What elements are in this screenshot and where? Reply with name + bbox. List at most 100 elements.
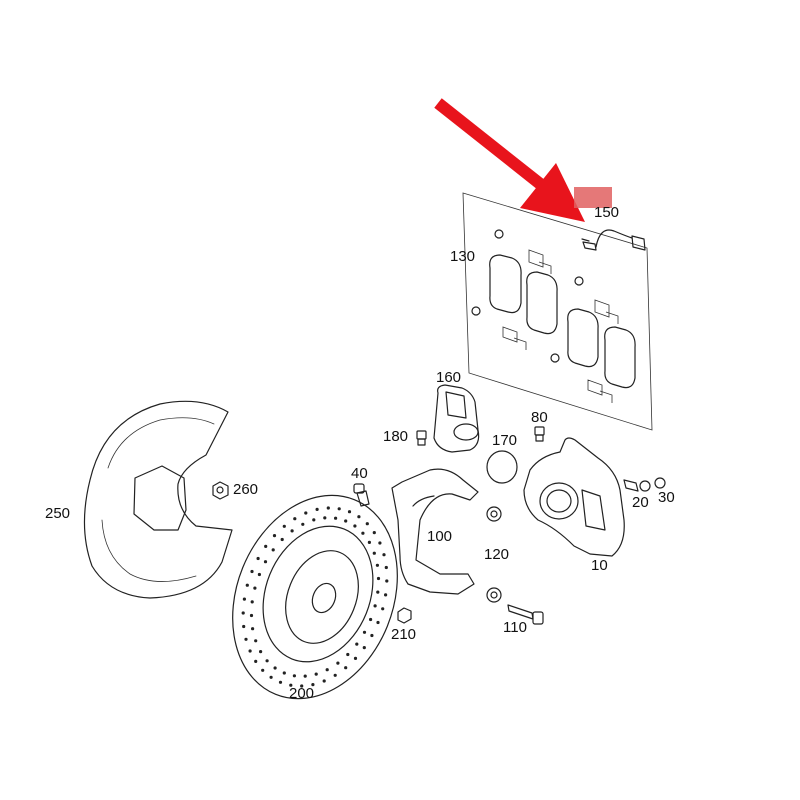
disc-hole <box>259 650 263 654</box>
disc-hole <box>254 659 258 664</box>
disc-hole <box>355 642 359 646</box>
disc-hole <box>269 675 273 679</box>
disc-hole <box>271 548 275 552</box>
disc-hole <box>362 630 367 634</box>
bushing <box>486 506 502 603</box>
disc-hole <box>325 668 329 672</box>
disc-hole <box>322 679 326 683</box>
disc-hole <box>347 510 352 514</box>
disc-hole <box>336 661 340 665</box>
o-ring <box>486 450 518 484</box>
screw-180 <box>416 430 427 446</box>
disc-hole <box>257 572 261 577</box>
wear-sensor <box>581 229 646 251</box>
disc-hole <box>381 607 385 611</box>
screw-80 <box>534 426 545 442</box>
disc-hole <box>282 671 286 675</box>
bleed-screw <box>623 479 651 492</box>
disc-hole <box>250 600 254 604</box>
disc-hole <box>375 563 379 567</box>
disc-hole <box>384 593 388 597</box>
disc-hole <box>385 579 389 583</box>
disc-hole <box>361 531 365 535</box>
callout-labels: 150 130 160 80 180 170 40 260 20 30 250 … <box>45 204 675 702</box>
disc-hole <box>242 597 246 601</box>
disc-hole <box>362 646 366 650</box>
disc-hole <box>273 666 277 670</box>
disc-hole <box>249 613 254 618</box>
label-250: 250 <box>45 505 70 522</box>
caliper-bracket <box>391 468 479 595</box>
disc-hole <box>323 516 327 520</box>
disc-hole <box>376 590 380 594</box>
disc-hole <box>282 524 286 528</box>
disc-hole <box>346 652 350 657</box>
disc-hole <box>353 656 358 661</box>
caliper-housing <box>433 384 480 453</box>
disc-hole <box>250 569 254 574</box>
disc-hole <box>300 684 304 688</box>
disc-hole <box>372 551 376 555</box>
label-100: 100 <box>427 528 452 545</box>
label-130: 130 <box>450 248 475 265</box>
label-40: 40 <box>351 465 368 482</box>
disc-hole <box>303 674 307 678</box>
label-80: 80 <box>531 409 548 426</box>
disc-hole <box>344 519 348 523</box>
disc-hole <box>272 534 277 538</box>
disc-hole <box>334 516 338 520</box>
disc-hole <box>312 518 316 522</box>
disc-hole <box>369 617 373 622</box>
disc-hole <box>367 540 371 545</box>
brake-disc <box>232 494 398 700</box>
disc-hole <box>251 627 255 631</box>
disc-hole <box>264 544 268 549</box>
disc-hole <box>289 683 293 687</box>
label-30: 30 <box>658 489 675 506</box>
disc-hole <box>241 611 245 615</box>
caliper-body <box>523 437 625 557</box>
disc-hole <box>253 586 257 590</box>
disc-hole <box>290 529 294 533</box>
disc-hole <box>248 649 252 653</box>
label-200: 200 <box>289 685 314 702</box>
disc-hole <box>301 522 305 526</box>
disc-hole <box>265 659 269 663</box>
disc-hole <box>311 683 315 687</box>
label-20: 20 <box>632 494 649 511</box>
disc-hole <box>304 511 308 515</box>
disc-hole <box>245 583 249 587</box>
disc-hole <box>378 541 382 545</box>
disc-hole <box>357 515 361 519</box>
disc-hole <box>278 680 283 684</box>
highlight-box <box>574 187 612 208</box>
disc-hole <box>293 517 297 521</box>
pad-kit-frame <box>462 192 653 431</box>
disc-hole <box>370 633 374 638</box>
disc-hole <box>261 668 265 672</box>
disc-hole <box>337 507 341 511</box>
disc-hole <box>314 672 318 676</box>
disc-hole <box>333 673 337 677</box>
pointer-arrow <box>434 98 585 222</box>
label-120: 120 <box>484 546 509 563</box>
disc-hole <box>315 507 319 511</box>
disc-hole <box>384 565 388 570</box>
label-160: 160 <box>436 369 461 386</box>
disc-hole <box>382 553 386 557</box>
dust-cap <box>654 477 666 489</box>
disc-hole <box>376 576 381 581</box>
bolt-110 <box>507 604 544 625</box>
disc-hole <box>254 639 258 643</box>
nut-210 <box>397 607 412 624</box>
disc-hole <box>376 620 380 625</box>
disc-hole <box>373 604 377 608</box>
disc-hole <box>292 674 296 678</box>
label-10: 10 <box>591 557 608 574</box>
label-170: 170 <box>492 432 517 449</box>
disc-hole <box>326 506 330 510</box>
label-110: 110 <box>503 619 527 636</box>
label-210: 210 <box>391 626 416 643</box>
disc-hole <box>280 537 284 542</box>
